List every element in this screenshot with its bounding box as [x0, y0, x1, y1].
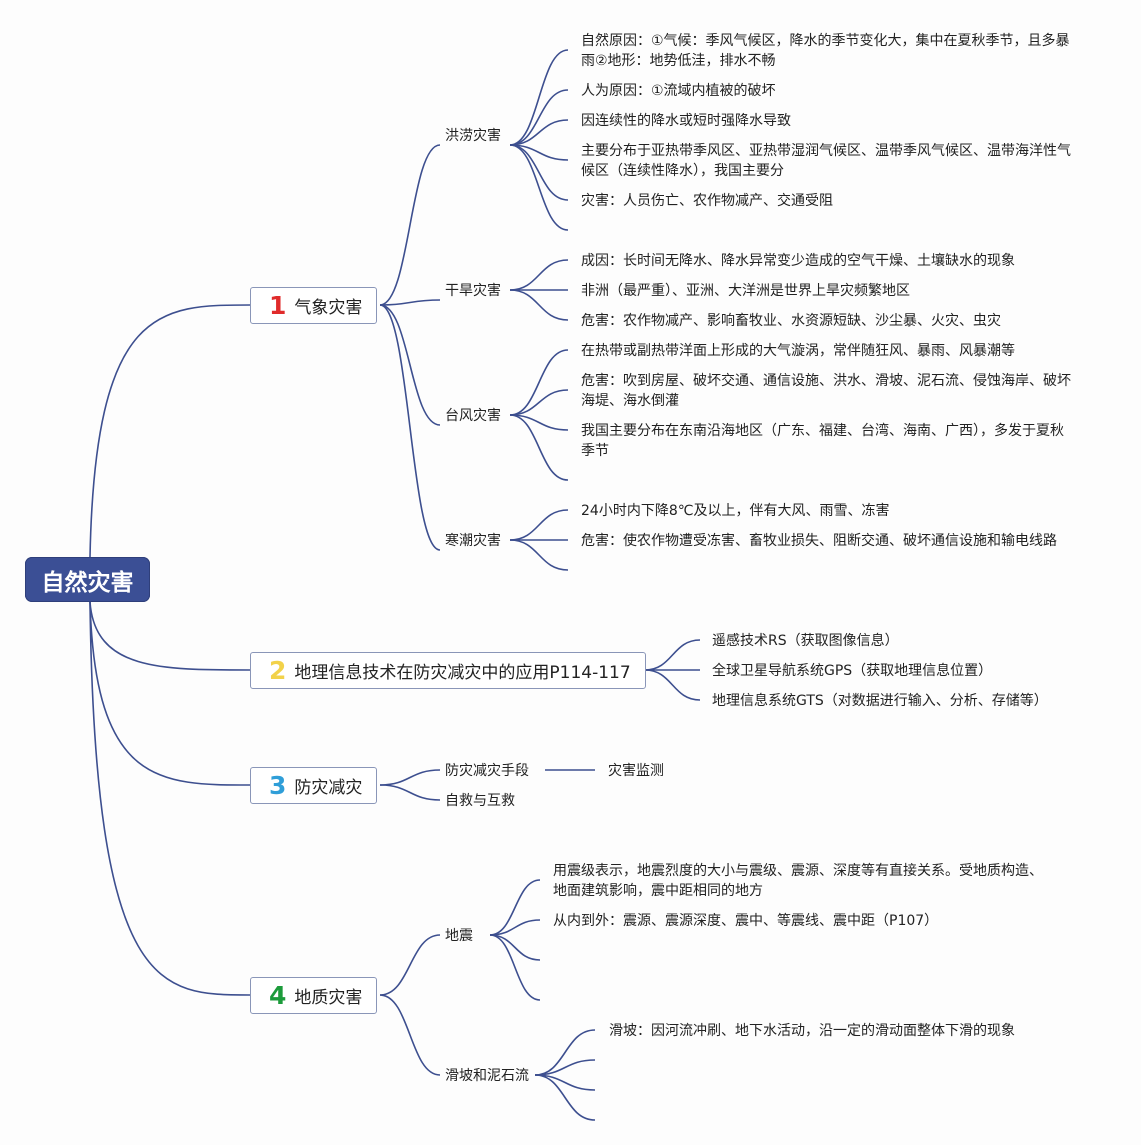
branch-disaster-prevention[interactable]: 3 防灾减灾: [250, 767, 378, 804]
flood-item: 因连续性的降水或短时强降水导致: [581, 113, 791, 129]
typhoon-item: 季节: [581, 443, 609, 459]
branch-geo-info-tech[interactable]: 2 地理信息技术在防灾减灾中的应用P114-117: [250, 652, 646, 689]
branch-label: 地理信息技术在防灾减灾中的应用P114-117: [294, 663, 631, 683]
typhoon-item: 在热带或副热带洋面上形成的大气漩涡，常伴随狂风、暴雨、风暴潮等: [581, 343, 1015, 359]
connector-curve: [509, 389, 569, 416]
connector-curve: [644, 639, 701, 671]
number-badge-3: 3: [269, 771, 287, 800]
root-node[interactable]: 自然灾害: [25, 557, 150, 602]
branch-meteorological[interactable]: 1 气象灾害: [250, 287, 378, 324]
cold-item: 24小时内下降8℃及以上，伴有大风、雨雪、冻害: [581, 503, 890, 519]
connector-curve: [509, 349, 569, 416]
topic-disaster-monitoring[interactable]: 灾害监测: [608, 763, 664, 779]
connector-curve: [489, 879, 541, 936]
branch-label: 气象灾害: [294, 298, 363, 318]
drought-item: 危害：农作物减产、影响畜牧业、水资源短缺、沙尘暴、火灾、虫灾: [581, 313, 1001, 329]
connector-curve: [379, 784, 441, 801]
number-badge-4: 4: [269, 981, 287, 1010]
drought-item: 成因：长时间无降水、降水异常变少造成的空气干燥、土壤缺水的现象: [581, 253, 1015, 269]
connector-curve: [509, 144, 569, 231]
connector-curve: [644, 669, 701, 701]
branch-geological[interactable]: 4 地质灾害: [250, 977, 378, 1014]
tech-item: 遥感技术RS（获取图像信息）: [712, 633, 899, 649]
flood-item: 人为原因：①流域内植被的破坏: [581, 83, 776, 99]
quake-item: 地面建筑影响，震中距相同的地方: [553, 883, 763, 899]
connector-curve: [509, 414, 569, 481]
connector-curve: [509, 259, 569, 291]
connector-curve: [89, 601, 251, 671]
slide-item: 滑坡：因河流冲刷、地下水活动，沿一定的滑动面整体下滑的现象: [609, 1023, 1015, 1039]
connector-curve: [509, 414, 569, 431]
typhoon-item: 危害：吹到房屋、破坏交通、通信设施、洪水、滑坡、泥石流、侵蚀海岸、破坏: [581, 373, 1071, 389]
connector-curve: [509, 509, 569, 541]
connector-curve: [509, 289, 569, 321]
quake-item: 从内到外：震源、震源深度、震中、等震线、震中距（P107）: [553, 913, 939, 929]
quake-item: 用震级表示，地震烈度的大小与震级、震源、深度等有直接关系。受地质构造、: [553, 863, 1043, 879]
flood-item: 灾害：人员伤亡、农作物减产、交通受阻: [581, 193, 833, 209]
connector-curve: [379, 304, 441, 426]
connector-curve: [509, 539, 569, 571]
connector-curve: [89, 601, 251, 786]
branch-label: 地质灾害: [294, 988, 363, 1008]
topic-cold-wave[interactable]: 寒潮灾害: [445, 533, 501, 549]
topic-landslide-debris-flow[interactable]: 滑坡和泥石流: [445, 1068, 529, 1084]
tech-item: 地理信息系统GTS（对数据进行输入、分析、存储等）: [712, 693, 1048, 709]
connector-curve: [379, 144, 441, 306]
connector-curve: [379, 299, 441, 306]
connector-curve: [509, 89, 569, 146]
topic-typhoon[interactable]: 台风灾害: [445, 408, 501, 424]
connector-curve: [534, 1029, 596, 1076]
root-label: 自然灾害: [41, 569, 134, 596]
connector-curve: [379, 934, 441, 996]
topic-drought[interactable]: 干旱灾害: [445, 283, 501, 299]
connector-curve: [379, 304, 441, 551]
connector-curve: [509, 144, 569, 161]
connector-curve: [379, 994, 441, 1076]
connector-curve: [489, 919, 541, 936]
typhoon-item: 我国主要分布在东南沿海地区（广东、福建、台湾、海南、广西），多发于夏秋: [581, 423, 1064, 439]
topic-earthquake[interactable]: 地震: [445, 928, 473, 944]
flood-item: 主要分布于亚热带季风区、亚热带湿润气候区、温带季风气候区、温带海洋性气: [581, 143, 1071, 159]
topic-prevention-means[interactable]: 防灾减灾手段: [445, 763, 529, 779]
connector-curve: [379, 769, 441, 786]
flood-item: 候区（连续性降水），我国主要分: [581, 163, 784, 179]
topic-self-rescue[interactable]: 自救与互救: [445, 793, 515, 809]
number-badge-1: 1: [269, 291, 287, 320]
connector-curve: [534, 1074, 596, 1121]
flood-item: 自然原因：①气候：季风气候区，降水的季节变化大，集中在夏秋季节，且多暴: [581, 33, 1070, 49]
topic-flood[interactable]: 洪涝灾害: [445, 128, 501, 144]
flood-item: 雨②地形：地势低洼，排水不畅: [581, 53, 776, 69]
connector-curve: [89, 601, 251, 996]
tech-item: 全球卫星导航系统GPS（获取地理信息位置）: [712, 663, 993, 679]
cold-item: 危害：使农作物遭受冻害、畜牧业损失、阻断交通、破坏通信设施和输电线路: [581, 533, 1057, 549]
number-badge-2: 2: [269, 656, 287, 685]
branch-label: 防灾减灾: [294, 778, 363, 798]
typhoon-item: 海堤、海水倒灌: [581, 393, 679, 409]
connector-curve: [89, 304, 251, 558]
connector-curve: [489, 934, 541, 961]
connector-curve: [509, 119, 569, 146]
connector-curve: [489, 934, 541, 1001]
drought-item: 非洲（最严重）、亚洲、大洋洲是世界上旱灾频繁地区: [581, 283, 910, 299]
connector-curve: [509, 49, 569, 146]
